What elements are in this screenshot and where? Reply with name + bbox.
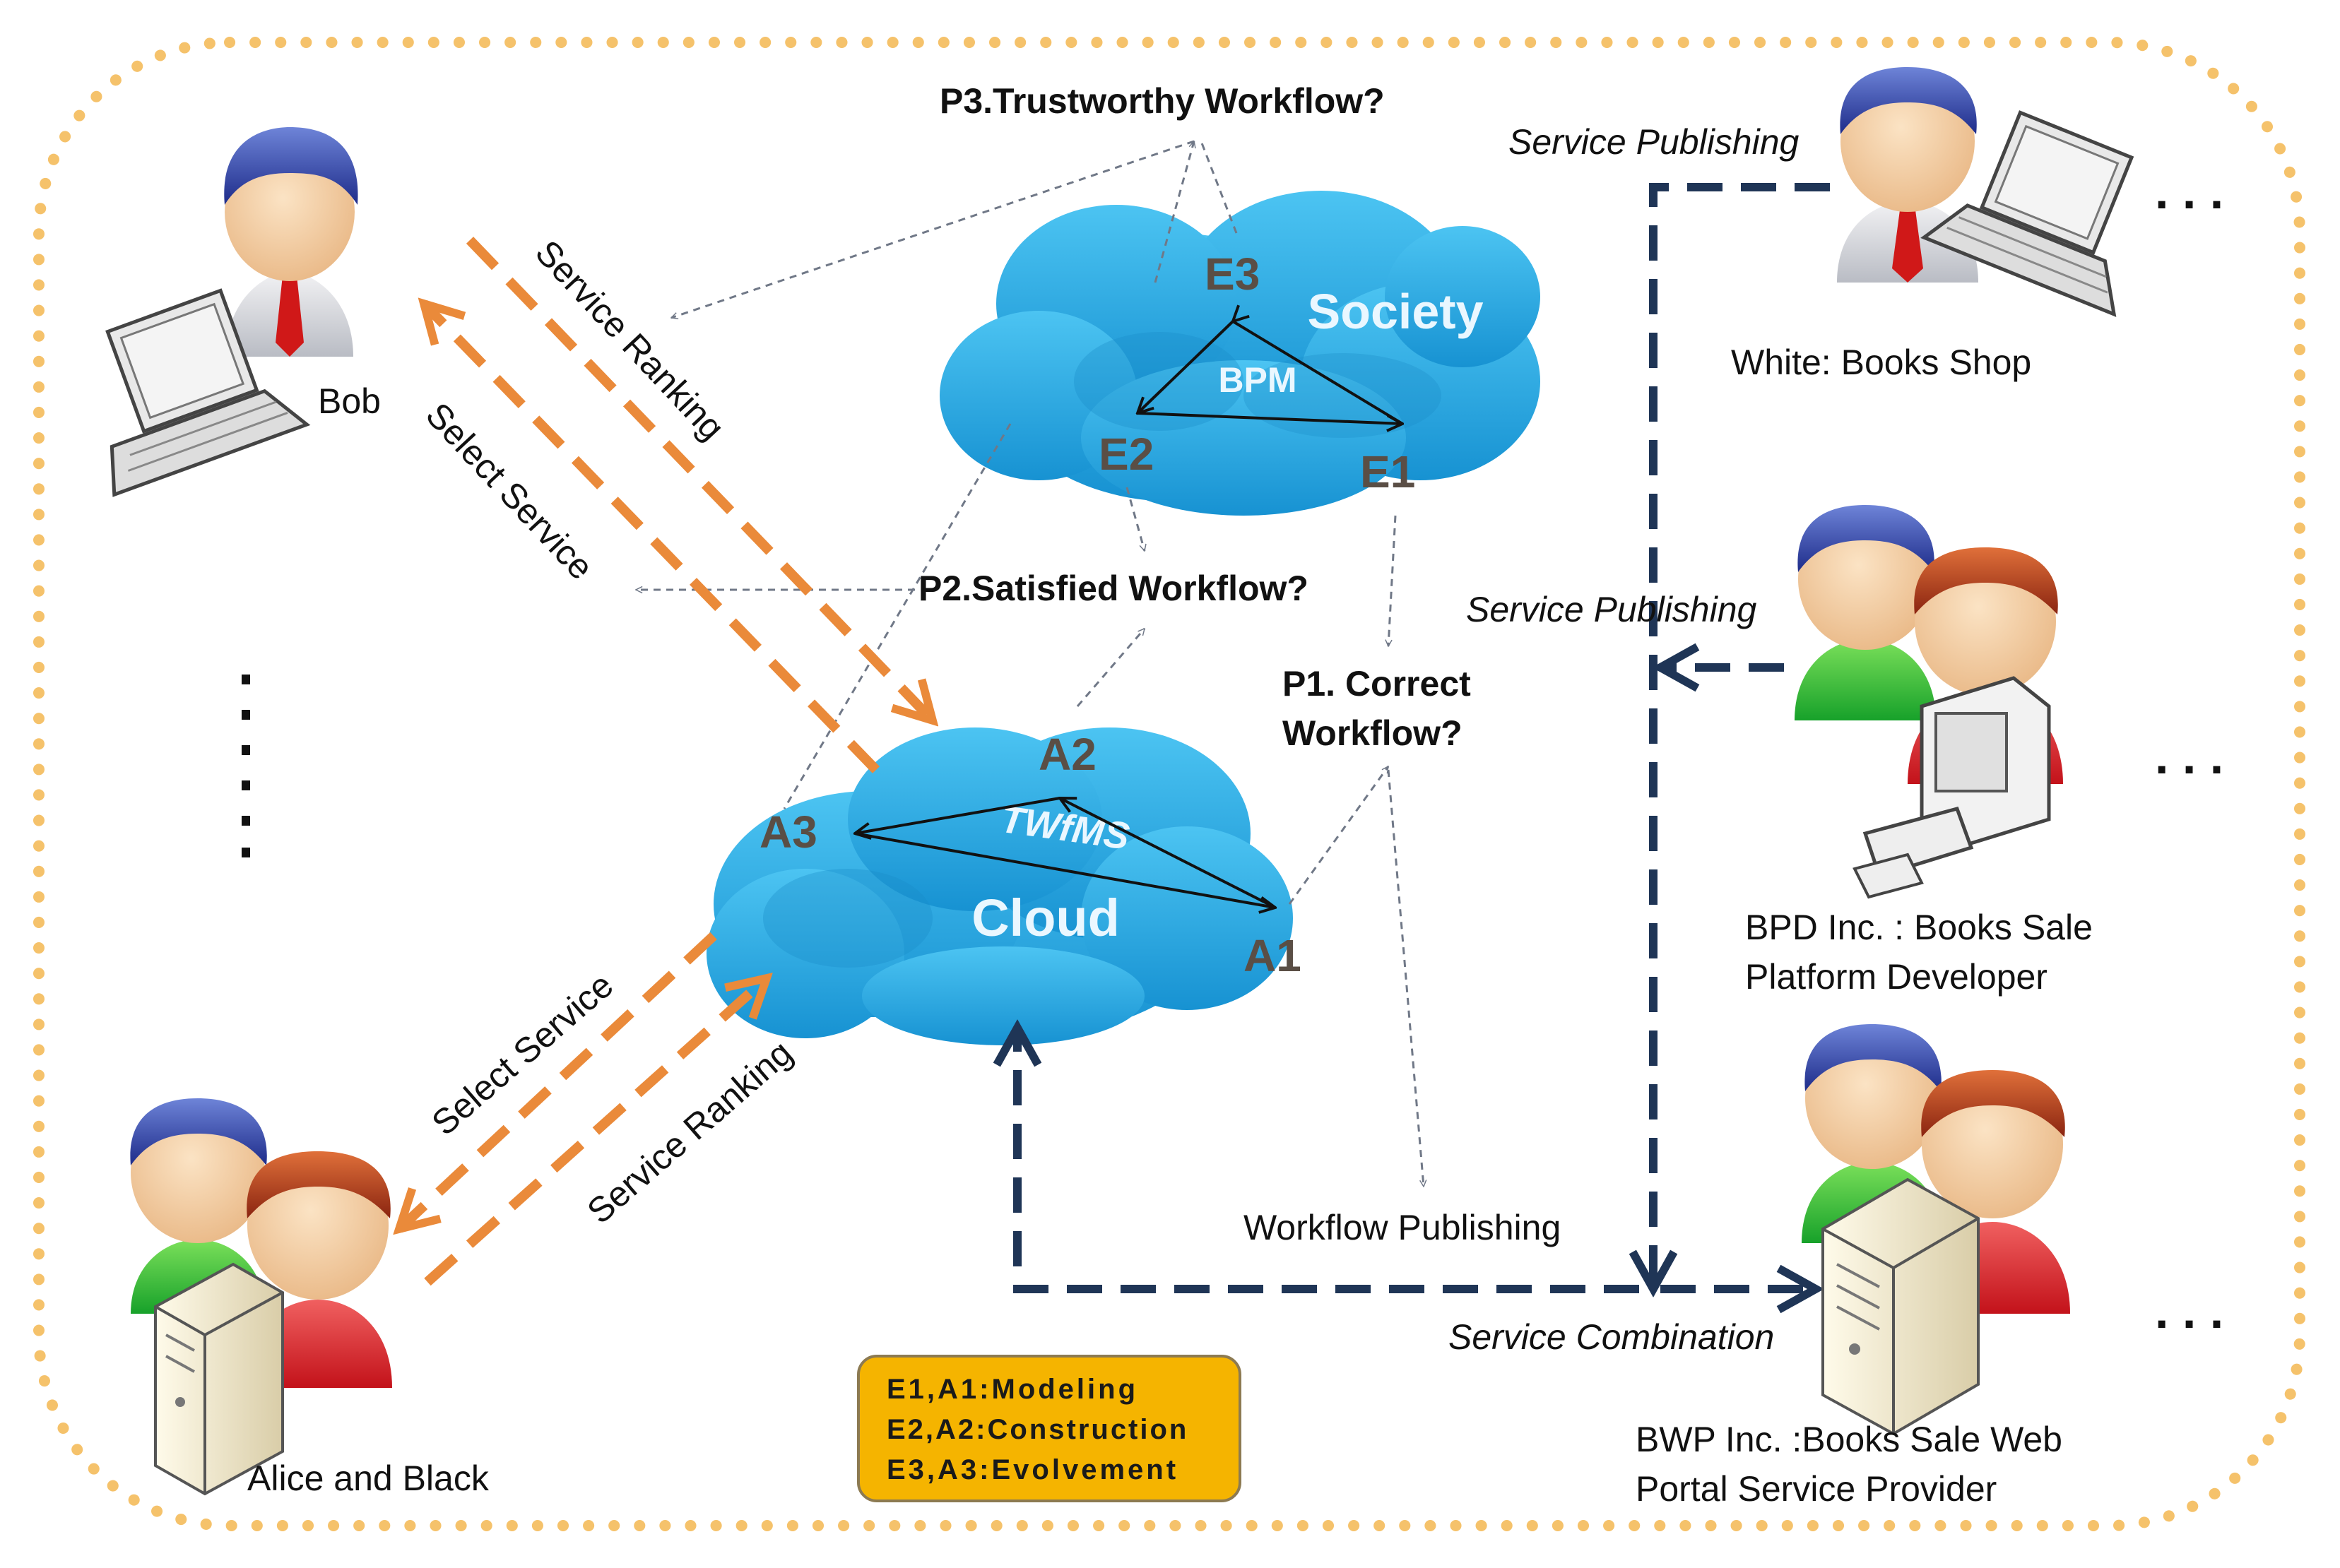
white-person-icon: [1837, 67, 1978, 283]
arrow-service-ranking-bottom: [424, 978, 767, 1286]
label-p1-line2: Workflow?: [1282, 713, 1462, 753]
orange-arrows: [399, 237, 933, 1286]
alice-black-label: Alice and Black: [247, 1459, 490, 1498]
node-a1: A1: [1243, 930, 1301, 981]
edge-a2-a3: [855, 797, 1060, 833]
arrow-service-ranking-top: [466, 237, 933, 720]
arrow-workflow-publishing: [1017, 1028, 1639, 1293]
diagram-border: [33, 37, 2305, 1531]
navy-arrows: [1017, 183, 1830, 1293]
legend-item: E3,A3:Evolvement: [887, 1454, 1178, 1485]
bob-label: Bob: [318, 381, 381, 421]
edge-a1-a2: [1060, 798, 1276, 909]
arrow-select-service-top: [424, 304, 880, 773]
alice-server-icon: [154, 1262, 284, 1496]
label-service-publishing-top: Service Publishing: [1508, 122, 1800, 162]
more-providers-dots-1: . . .: [2155, 164, 2223, 219]
bwp-label-line1: BWP Inc. :Books Sale Web: [1636, 1420, 2062, 1459]
node-e2: E2: [1099, 429, 1154, 480]
node-a2: A2: [1039, 729, 1097, 780]
label-p2: P2.Satisfied Workflow?: [918, 569, 1308, 608]
label-service-ranking-bottom: Service Ranking: [579, 1033, 800, 1231]
thin-arrows: [636, 141, 1424, 1187]
phase-legend: E1,A1:Modeling E2,A2:Construction E3,A3:…: [857, 1355, 1241, 1502]
label-select-service-top: Select Service: [418, 395, 601, 587]
bpm-label: BPM: [1218, 360, 1296, 400]
cloud-title: Cloud: [971, 889, 1120, 947]
legend-item: E2,A2:Construction: [887, 1414, 1188, 1445]
society-cloud: Society BPM E3 E2 E1: [940, 191, 1540, 516]
white-laptop-icon: [1920, 110, 2134, 317]
edge-e2-e1: [1137, 412, 1402, 424]
actor-bob: Bob: [105, 127, 381, 497]
node-e3: E3: [1205, 249, 1260, 299]
edge-e1-e3: [1231, 320, 1404, 425]
bpd-label-line1: BPD Inc. : Books Sale: [1745, 908, 2093, 947]
bpd-person-icon-green: [1795, 505, 1936, 720]
twfms-cloud: Cloud TWfMS A2 A3 A1: [707, 727, 1301, 1045]
bwp-server-icon: [1821, 1177, 1980, 1436]
edge-e3-e2: [1138, 321, 1233, 413]
label-p1-line1: P1. Correct: [1282, 664, 1471, 703]
bob-person-icon: [224, 127, 358, 357]
node-a3: A3: [760, 807, 817, 857]
more-providers-dots-3: . . .: [2155, 1283, 2223, 1338]
label-p3: P3.Trustworthy Workflow?: [940, 81, 1385, 121]
edge-a3-a1: [854, 832, 1275, 908]
legend-item: E1,A1:Modeling: [887, 1374, 1138, 1405]
bpd-label-line2: Platform Developer: [1745, 957, 2048, 997]
label-service-ranking-top: Service Ranking: [528, 232, 732, 447]
actor-bwp: BWP Inc. :Books Sale Web Portal Service …: [1636, 1024, 2070, 1509]
bob-laptop-icon: [105, 288, 311, 497]
label-service-publishing-mid: Service Publishing: [1466, 590, 1757, 629]
actor-bpd: BPD Inc. : Books Sale Platform Developer: [1745, 505, 2093, 997]
more-users-dots: [242, 675, 250, 857]
more-providers-dots-2: . . .: [2155, 729, 2223, 784]
white-label: White: Books Shop: [1731, 343, 2031, 382]
bpd-computer-icon: [1852, 676, 2051, 899]
node-e1: E1: [1360, 446, 1415, 497]
society-title: Society: [1308, 284, 1484, 339]
actor-alice-black: Alice and Black: [130, 1098, 490, 1498]
label-service-combination: Service Combination: [1448, 1317, 1774, 1357]
bwp-label-line2: Portal Service Provider: [1636, 1469, 1997, 1509]
arrow-select-service-bottom: [399, 932, 717, 1229]
label-workflow-publishing: Workflow Publishing: [1243, 1208, 1561, 1247]
actor-white: White: Books Shop: [1731, 67, 2134, 382]
arrow-white-publishing: [1653, 183, 1830, 1289]
